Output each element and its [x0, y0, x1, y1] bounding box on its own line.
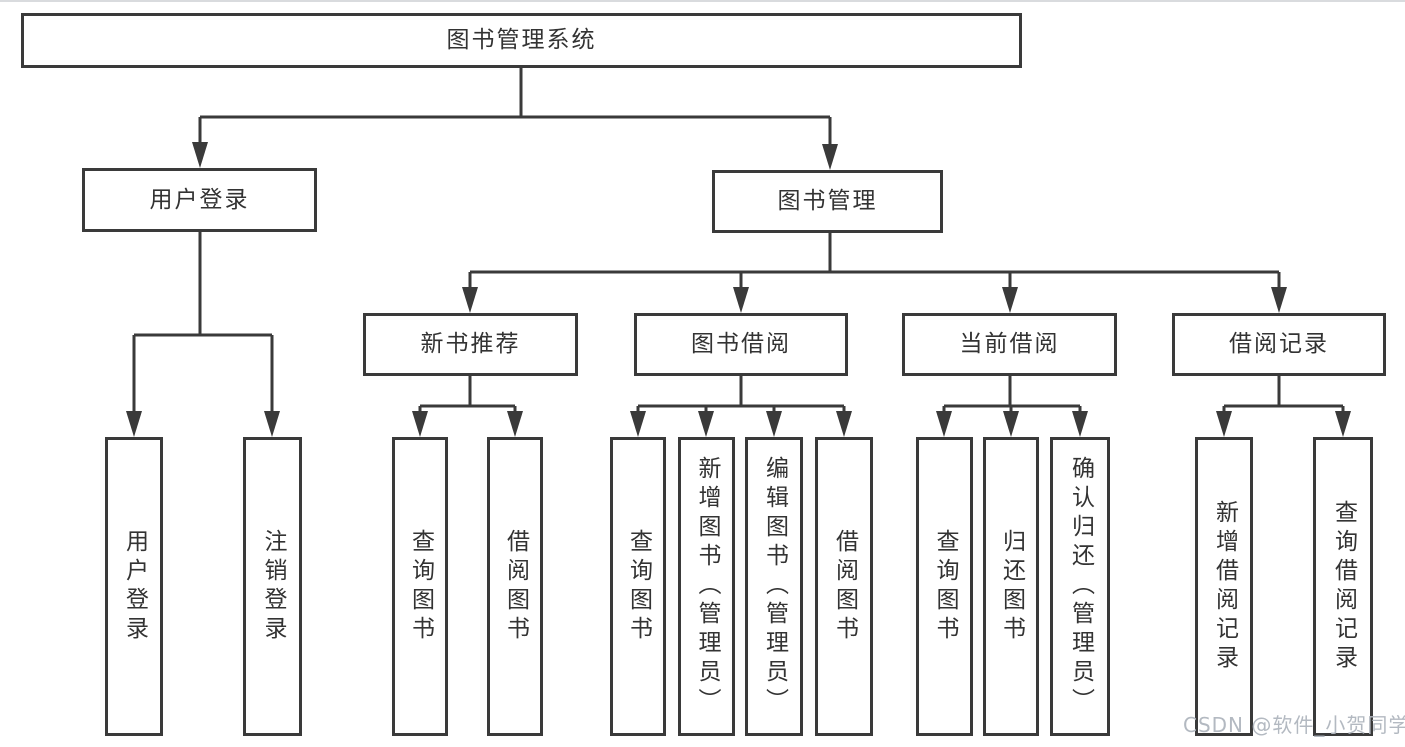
leaf-query-books-current: 查询图书	[916, 437, 973, 736]
node-book-management: 图书管理	[712, 170, 943, 233]
node-new-book-recommend: 新书推荐	[363, 313, 578, 376]
leaf-add-borrow-record: 新增借阅记录	[1195, 437, 1253, 736]
watermark: CSDN @软件_小贺同学	[1183, 713, 1405, 737]
node-label: 图书管理	[777, 188, 878, 214]
node-label: 新增图书（管理员）	[694, 456, 720, 717]
node-label: 注销登录	[260, 528, 286, 645]
leaf-add-books-admin: 新增图书（管理员）	[678, 437, 735, 736]
node-label: 图书借阅	[691, 331, 791, 357]
leaf-query-borrow-record: 查询借阅记录	[1313, 437, 1373, 736]
node-label: 查询图书	[932, 528, 958, 645]
leaf-user-login: 用户登录	[105, 437, 163, 736]
leaf-borrow-books: 借阅图书	[815, 437, 873, 736]
leaf-edit-books-admin: 编辑图书（管理员）	[745, 437, 803, 736]
node-label: 归还图书	[998, 528, 1025, 645]
leaf-return-books: 归还图书	[983, 437, 1039, 736]
node-label: 查询图书	[625, 528, 652, 645]
leaf-query-books-borrow: 查询图书	[610, 437, 666, 736]
node-label: 新书推荐	[420, 331, 521, 357]
node-label: 新增借阅记录	[1211, 499, 1238, 674]
node-label: 确认归还（管理员）	[1067, 456, 1094, 717]
node-label: 查询借阅记录	[1330, 499, 1357, 674]
node-label: 编辑图书（管理员）	[761, 456, 788, 717]
leaf-confirm-return-admin: 确认归还（管理员）	[1050, 437, 1110, 736]
node-label: 用户登录	[121, 528, 148, 645]
node-user-login: 用户登录	[82, 168, 317, 232]
node-label: 当前借阅	[959, 331, 1060, 357]
top-divider	[0, 0, 1405, 2]
node-book-borrow: 图书借阅	[634, 313, 848, 376]
node-label: 查询图书	[407, 528, 434, 645]
leaf-query-books-recommend: 查询图书	[392, 437, 448, 736]
node-root: 图书管理系统	[21, 13, 1022, 68]
node-label: 借阅图书	[502, 528, 529, 645]
leaf-logout-login: 注销登录	[243, 437, 302, 736]
leaf-borrow-books-recommend: 借阅图书	[487, 437, 543, 736]
node-borrow-records: 借阅记录	[1172, 313, 1386, 376]
node-label: 借阅记录	[1229, 331, 1329, 357]
node-label: 借阅图书	[831, 528, 858, 645]
node-label: 用户登录	[149, 186, 250, 213]
node-current-borrow: 当前借阅	[902, 313, 1117, 376]
node-label: 图书管理系统	[446, 27, 597, 53]
